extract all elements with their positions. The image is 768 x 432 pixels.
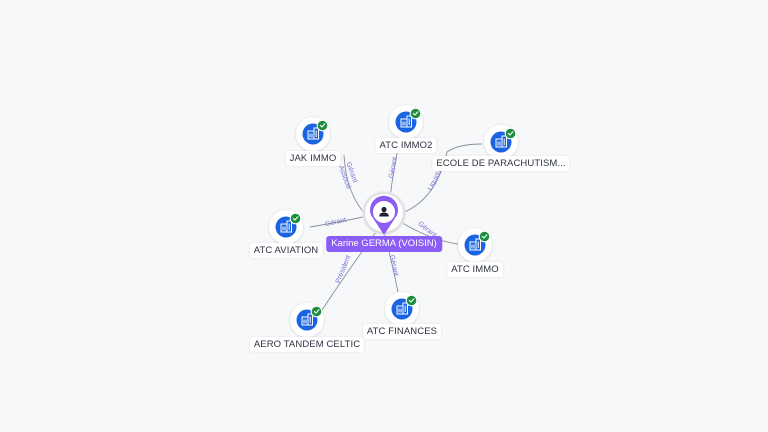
company-node-atc-immo2[interactable] xyxy=(389,105,423,139)
company-label-atc-immo2[interactable]: ATC IMMO2 xyxy=(375,138,437,153)
building-icon xyxy=(307,127,319,140)
check-badge-icon xyxy=(316,119,329,132)
person-name-label[interactable]: Karine GERMA (VOISIN) xyxy=(326,236,442,252)
company-label-jak-immo[interactable]: JAK IMMO xyxy=(285,151,341,166)
check-badge-icon xyxy=(405,294,418,307)
company-node-jak-immo[interactable] xyxy=(296,117,330,151)
check-badge-icon xyxy=(409,107,422,120)
building-icon xyxy=(400,115,412,128)
building-icon xyxy=(280,220,292,233)
company-label-atc-immo[interactable]: ATC IMMO xyxy=(447,262,503,277)
company-node-atc-immo[interactable] xyxy=(458,228,492,262)
building-icon xyxy=(301,313,313,326)
check-badge-icon xyxy=(289,212,302,225)
company-label-atc-finances[interactable]: ATC FINANCES xyxy=(362,324,442,339)
company-node-atc-finances[interactable] xyxy=(385,292,419,326)
check-badge-icon xyxy=(310,305,323,318)
company-node-ecole-parachutisme[interactable] xyxy=(484,125,518,159)
company-label-ecole-parachutisme[interactable]: ECOLE DE PARACHUTISM... xyxy=(432,156,570,171)
edge-role-label: Gérant xyxy=(388,157,399,179)
edge-ecole-parachutisme xyxy=(401,143,483,214)
edge-role-label: Gérant xyxy=(388,254,399,276)
building-icon xyxy=(469,238,481,251)
person-node[interactable] xyxy=(362,191,406,235)
nodes-layer xyxy=(269,105,518,337)
company-node-atc-aviation[interactable] xyxy=(269,210,303,244)
building-icon xyxy=(396,302,408,315)
building-icon xyxy=(495,135,507,148)
company-node-aero-tandem-celtic[interactable] xyxy=(290,303,324,337)
check-badge-icon xyxy=(478,230,491,243)
edge-role-label: Gérant xyxy=(324,217,346,228)
person-icon xyxy=(379,206,389,217)
company-label-atc-aviation[interactable]: ATC AVIATION xyxy=(249,243,323,258)
company-label-aero-tandem-celtic[interactable]: AERO TANDEM CELTIC xyxy=(249,337,365,352)
check-badge-icon xyxy=(504,127,517,140)
